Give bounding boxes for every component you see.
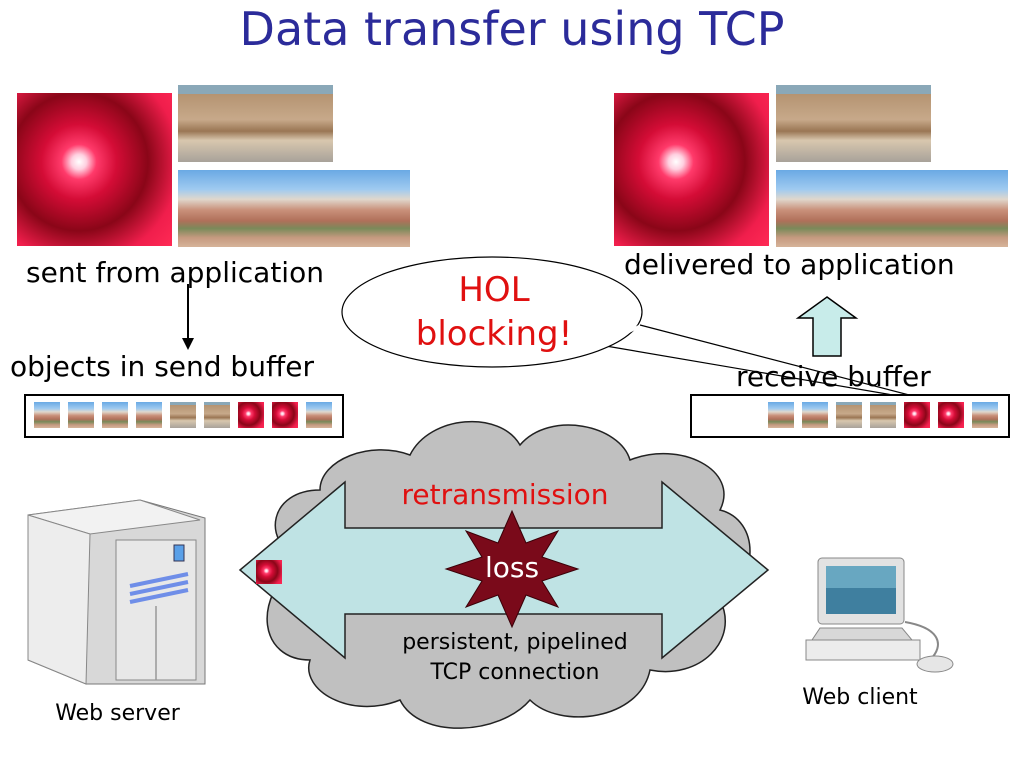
hol-callout (341, 256, 941, 404)
send-buffer (24, 394, 344, 438)
buffer-packet-canyon (306, 402, 332, 428)
buffer-packet-fireworks (238, 402, 264, 428)
buffer-packet-canyon (68, 402, 94, 428)
sent-from-application-label: sent from application (26, 256, 324, 289)
buffer-packet-seal (836, 402, 862, 428)
buffer-packet-fireworks (272, 402, 298, 428)
loss-label: loss (484, 551, 540, 584)
buffer-packet-fireworks (938, 402, 964, 428)
server-tower-icon (27, 499, 206, 685)
buffer-packet-canyon (768, 402, 794, 428)
sea-lions-photo (178, 85, 333, 162)
buffer-packet-canyon (136, 402, 162, 428)
buffer-packet-seal (170, 402, 196, 428)
canyon-photo (178, 170, 410, 247)
buffer-packet-fireworks (904, 402, 930, 428)
buffer-packet-canyon (102, 402, 128, 428)
web-client-label: Web client (802, 685, 918, 710)
hol-text-line2: blocking! (415, 314, 573, 354)
connection-label-line2: TCP connection (430, 660, 600, 685)
slide-title: Data transfer using TCP (239, 2, 785, 56)
web-server-label: Web server (55, 701, 180, 726)
canyon-photo (776, 170, 1008, 247)
receive-buffer-label: receive buffer (736, 360, 931, 393)
buffer-packet-canyon (972, 402, 998, 428)
desktop-computer-icon (805, 557, 954, 673)
fireworks-photo (17, 93, 172, 246)
up-arrow (795, 296, 859, 357)
retransmission-label: retransmission (401, 478, 609, 511)
send-buffer-label: objects in send buffer (10, 350, 314, 383)
connection-label-line1: persistent, pipelined (402, 630, 628, 655)
buffer-packet-seal (870, 402, 896, 428)
buffer-packet-seal (204, 402, 230, 428)
buffer-packet-canyon (802, 402, 828, 428)
receive-buffer (690, 394, 1010, 438)
delivered-to-application-label: delivered to application (624, 248, 955, 281)
loss-starburst (444, 509, 580, 629)
sea-lions-photo (776, 85, 931, 162)
fireworks-photo (614, 93, 769, 246)
down-arrow (182, 284, 194, 350)
hol-text-line1: HOL (458, 270, 530, 310)
buffer-packet-canyon (34, 402, 60, 428)
lost-packet (256, 560, 282, 584)
